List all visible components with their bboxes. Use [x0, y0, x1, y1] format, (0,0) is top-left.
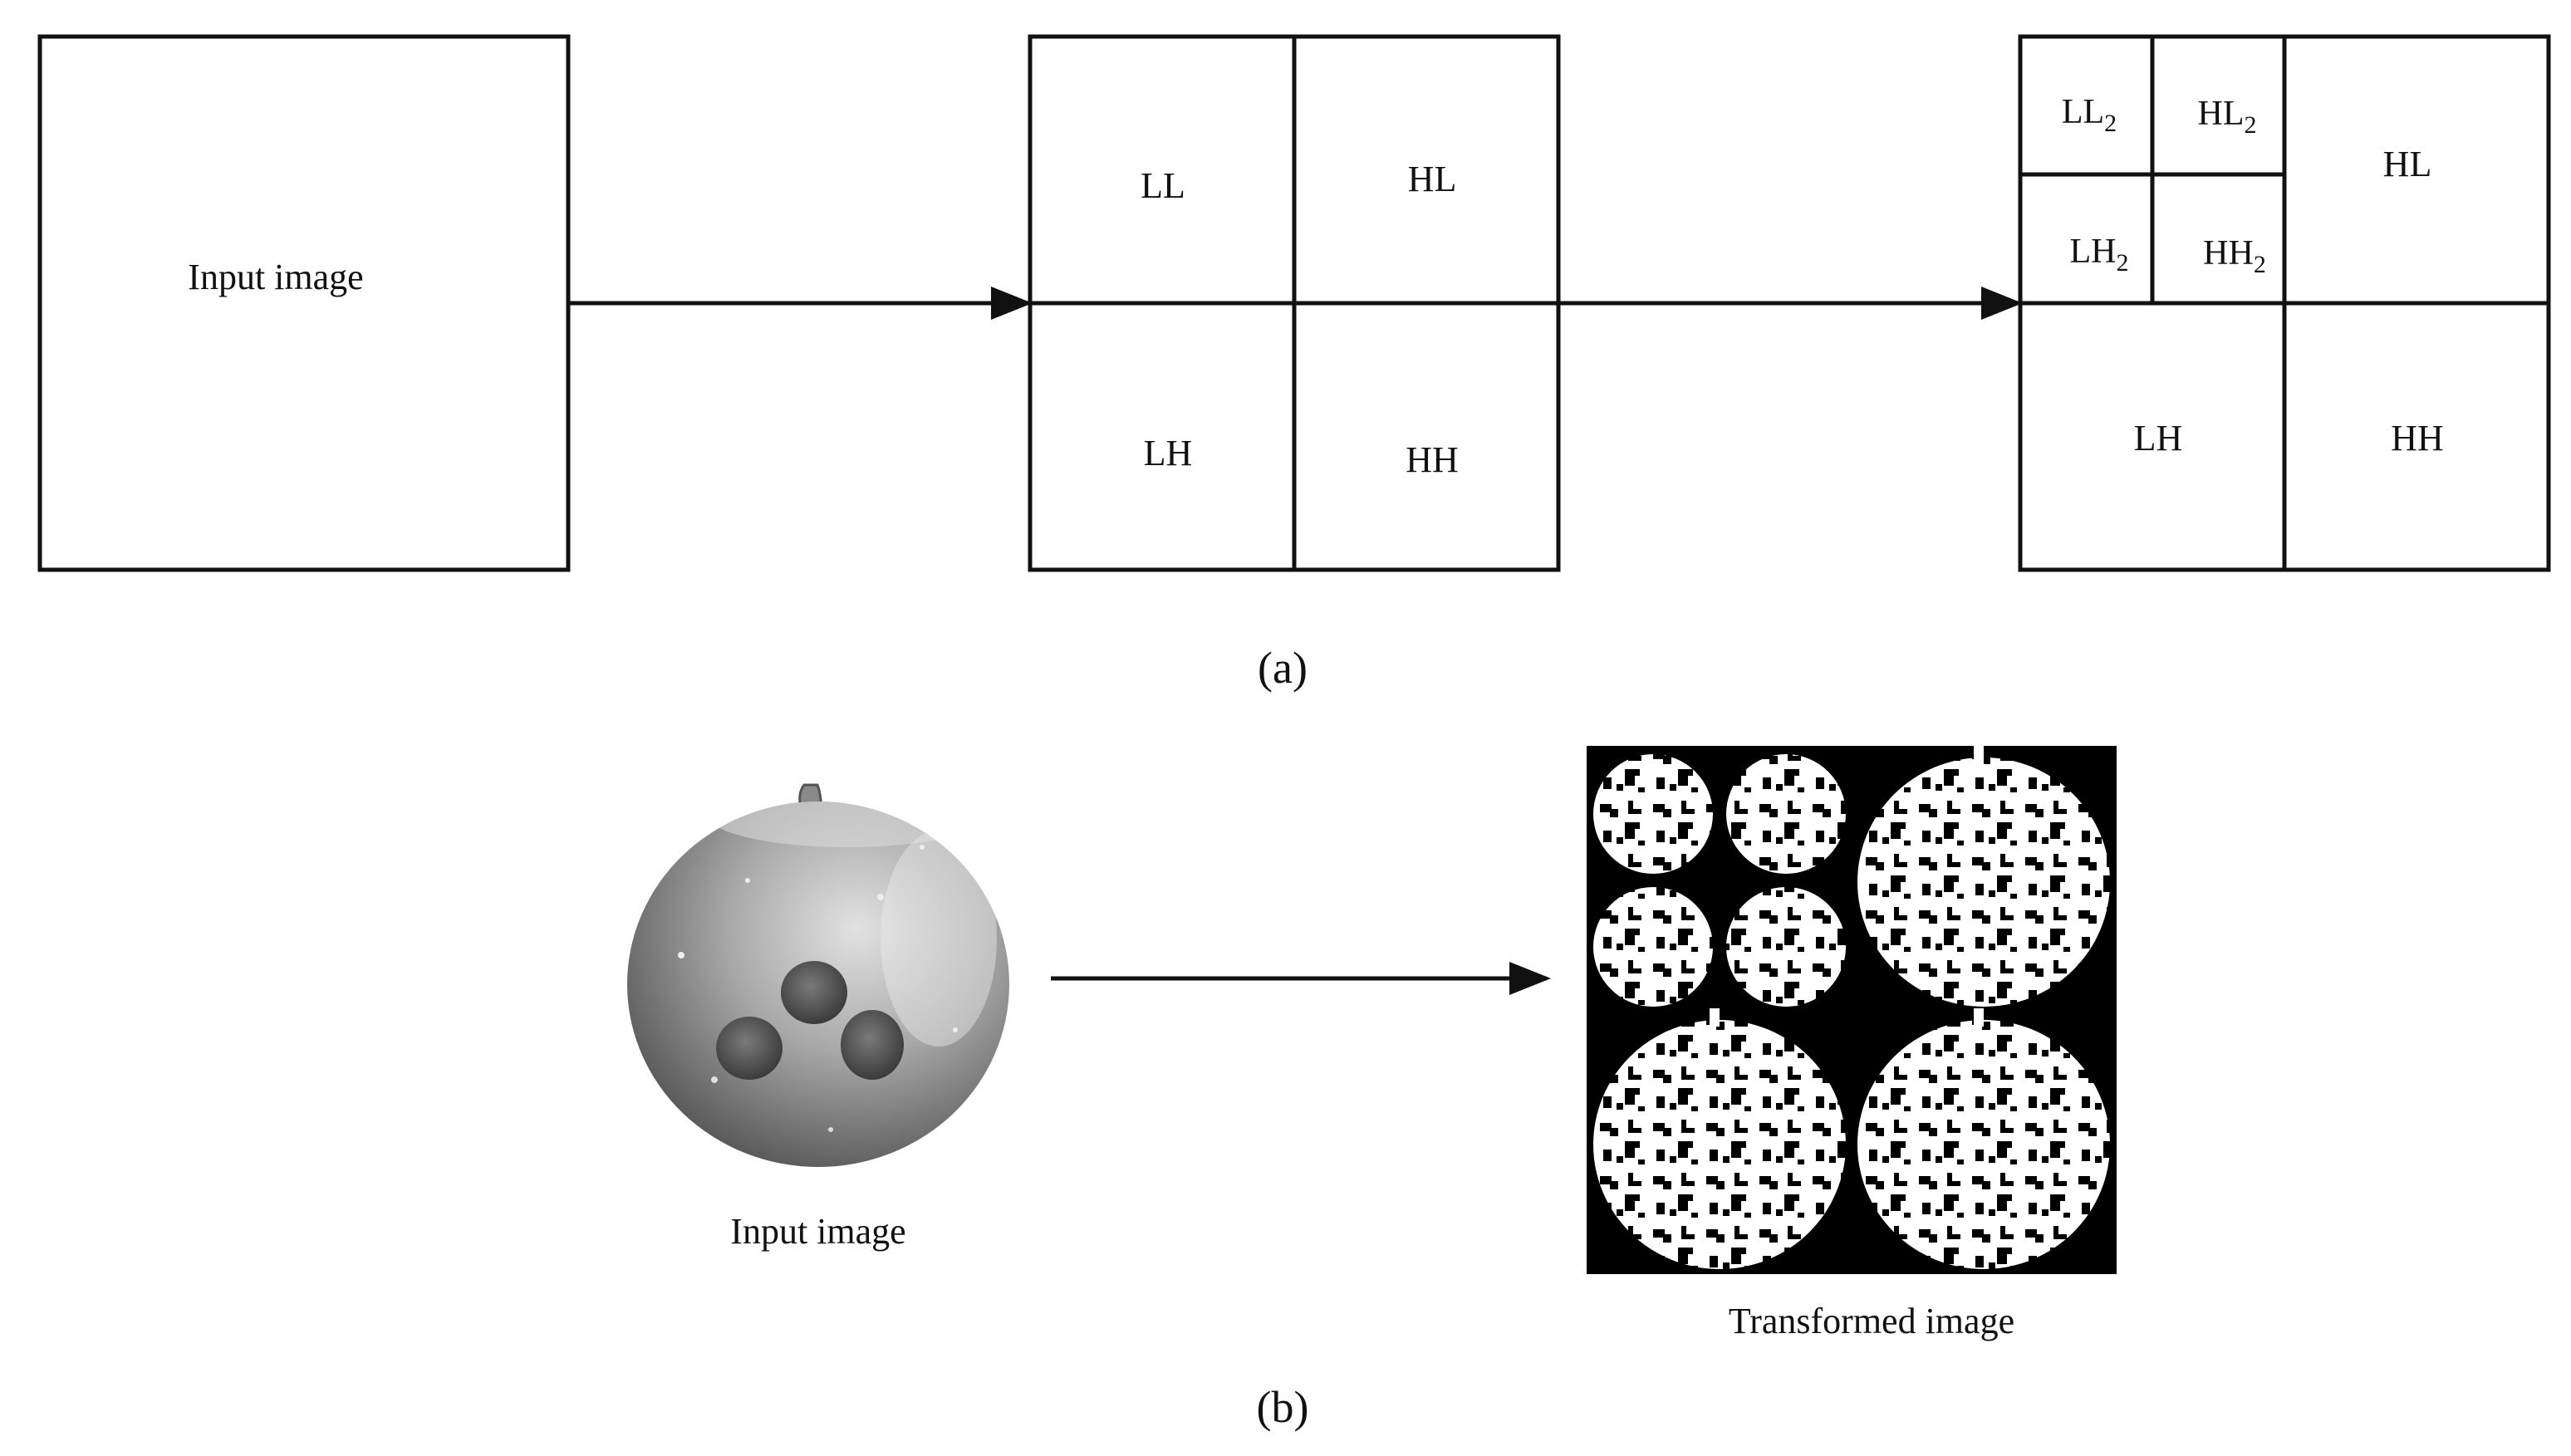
- level2-lh-label: LH: [2134, 418, 2183, 458]
- transform-subband-lh: [1593, 1020, 1846, 1269]
- apple-lesion: [781, 961, 847, 1024]
- caption-b: (b): [1257, 1382, 1309, 1432]
- level2-hl-label: HL: [2383, 144, 2432, 184]
- apple-lesion: [716, 1017, 783, 1080]
- transform-subband-hh: [1857, 1020, 2110, 1269]
- level1-lh-label: LH: [1144, 433, 1193, 473]
- transformed-image-label: Transformed image: [1729, 1301, 2014, 1341]
- level2-hh2-label: HH2: [2203, 234, 2266, 278]
- input-image-label-b: Input image: [730, 1211, 905, 1252]
- level2-hh-label: HH: [2391, 418, 2444, 458]
- level2-hh2-sub: 2: [2254, 251, 2266, 278]
- level2-hh2-main: HH: [2203, 234, 2254, 272]
- level2-hl2-sub: 2: [2245, 111, 2257, 139]
- apple-input-image: [627, 783, 1009, 1167]
- transform-subband-lh2: [1593, 887, 1713, 1007]
- transform-subband-hh2: [1726, 887, 1846, 1007]
- level2-ll2-main: LL: [2062, 93, 2104, 131]
- level2-lh2-main: LH: [2070, 233, 2117, 271]
- level2-hl2-label: HL2: [2198, 95, 2257, 139]
- input-image-label: Input image: [188, 257, 363, 297]
- input-image-box: [37, 34, 571, 572]
- transform-subband-hl: [1857, 757, 2110, 1007]
- level1-hl-label: HL: [1408, 159, 1457, 199]
- panel-a: [37, 34, 2551, 572]
- transform-subband-ll2: [1593, 754, 1713, 874]
- level1-hh-label: HH: [1406, 439, 1459, 480]
- apple-lesion: [841, 1010, 904, 1080]
- level2-ll2-label: LL2: [2062, 93, 2117, 137]
- level2-ll2-sub: 2: [2104, 110, 2117, 137]
- caption-a: (a): [1258, 643, 1308, 693]
- level2-lh2-label: LH2: [2070, 233, 2129, 277]
- transformed-image: [1587, 746, 2117, 1274]
- transform-subband-hl2: [1726, 754, 1846, 874]
- level2-hl2-main: HL: [2198, 95, 2245, 133]
- level1-ll-label: LL: [1141, 165, 1185, 206]
- level2-lh2-sub: 2: [2117, 249, 2129, 277]
